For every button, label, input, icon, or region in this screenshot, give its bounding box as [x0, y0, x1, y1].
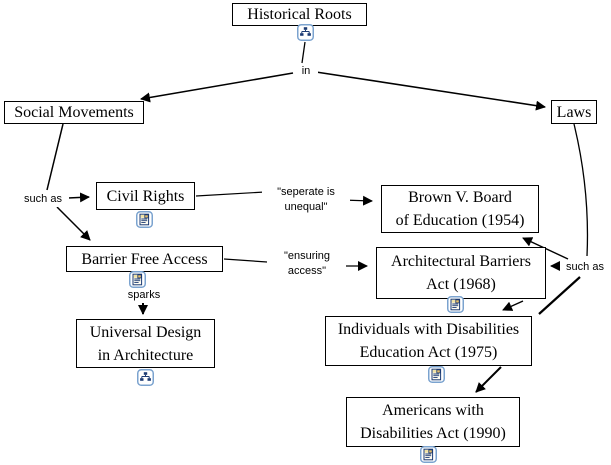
link-line-social-movements-to-such-as[interactable] — [46, 123, 64, 191]
node-civil-rights[interactable]: Civil Rights — [96, 182, 195, 210]
node-architectural-barriers-act[interactable]: Architectural Barriers Act (1968) — [376, 247, 546, 299]
resource-icon[interactable] — [447, 296, 464, 313]
link-line-such-as-to-civil-rights[interactable] — [67, 192, 90, 203]
link-line-idea-to-ada[interactable] — [475, 366, 502, 393]
link-line-such-as-to-idea[interactable] — [538, 276, 581, 315]
link-line-aba-to-idea[interactable] — [502, 300, 524, 311]
link-line-such-as-to-barrier-free-access[interactable] — [56, 206, 91, 241]
link-line-laws-to-such-as[interactable] — [573, 123, 589, 257]
link-label-in[interactable]: in — [294, 64, 318, 79]
link-label-separate-is-unequal[interactable]: "seperate is unequal" — [262, 185, 350, 215]
resource-icon[interactable] — [428, 366, 445, 383]
link-line-roots-to-in[interactable] — [301, 41, 306, 64]
resource-icon[interactable] — [129, 271, 146, 288]
hierarchy-icon[interactable] — [297, 24, 314, 41]
link-line-in-to-social-movements[interactable] — [140, 72, 294, 103]
node-universal-design[interactable]: Universal Design in Architecture — [76, 319, 215, 368]
link-line-in-to-laws[interactable] — [315, 71, 546, 111]
link-line-bfa-to-label[interactable] — [223, 258, 268, 263]
resource-icon[interactable] — [136, 211, 153, 228]
node-laws[interactable]: Laws — [551, 100, 597, 124]
node-historical-roots[interactable]: Historical Roots — [232, 3, 367, 26]
link-line-civil-rights-to-label[interactable] — [195, 191, 266, 197]
node-social-movements[interactable]: Social Movements — [4, 101, 144, 124]
resource-icon[interactable] — [420, 446, 437, 463]
link-label-such-as-left[interactable]: such as — [17, 192, 69, 207]
node-ada-act[interactable]: Americans with Disabilities Act (1990) — [346, 397, 520, 447]
hierarchy-icon[interactable] — [137, 369, 154, 386]
link-label-sparks[interactable]: sparks — [122, 288, 166, 303]
node-barrier-free-access[interactable]: Barrier Free Access — [66, 246, 223, 272]
node-idea-act[interactable]: Individuals with Disabilities Education … — [325, 316, 532, 366]
node-brown-v-board[interactable]: Brown V. Board of Education (1954) — [381, 185, 539, 233]
link-label-such-as-right[interactable]: such as — [560, 260, 610, 275]
link-label-ensuring-access[interactable]: "ensuring access" — [268, 249, 346, 279]
